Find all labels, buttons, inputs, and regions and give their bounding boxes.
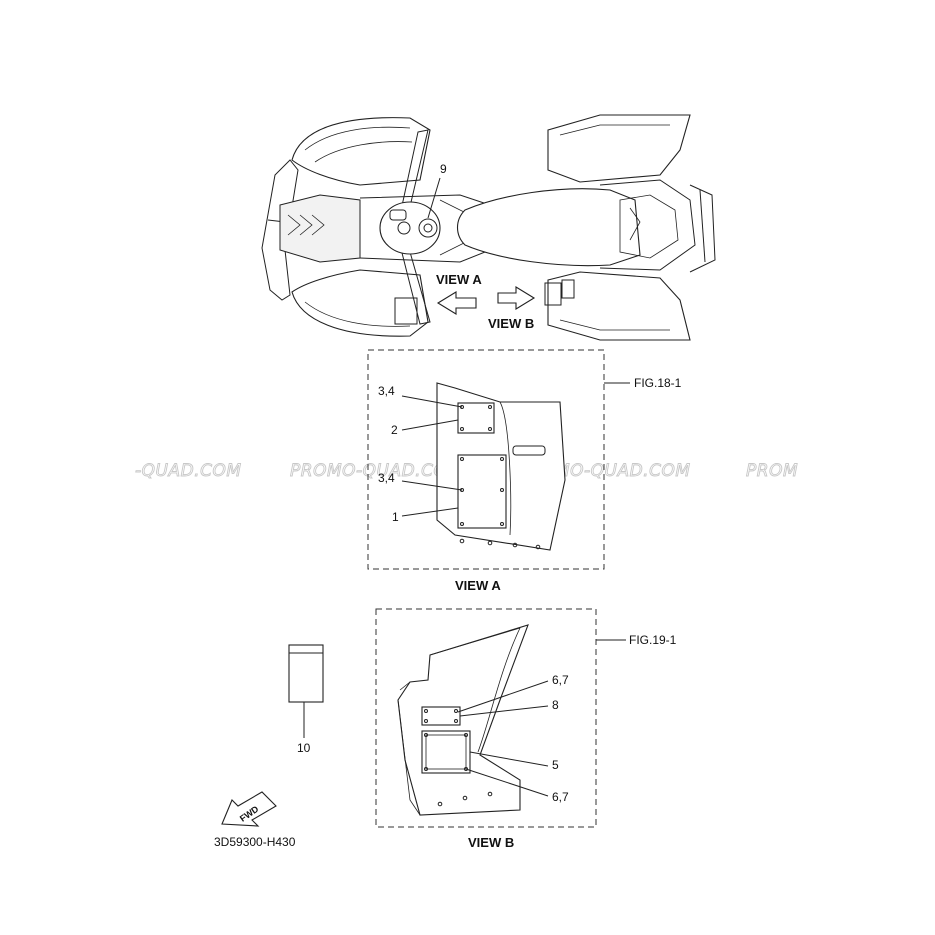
watermark-text-4: PROM: [746, 461, 798, 481]
view-a-fig-ref: FIG.18-1: [634, 376, 682, 390]
view-b-callout-5: 5: [552, 758, 559, 772]
view-a-caption: VIEW A: [455, 578, 501, 593]
view-a-label: VIEW A: [436, 272, 482, 287]
view-b-callout-6-7-bottom: 6,7: [552, 790, 569, 804]
view-a-callout-1: 1: [392, 510, 399, 524]
callout-9: 9: [440, 162, 447, 176]
part-10-card: [288, 644, 324, 703]
view-b-callout-6-7-top: 6,7: [552, 673, 569, 687]
view-b-arrow: [497, 286, 536, 310]
view-a-callout-2: 2: [391, 423, 398, 437]
view-a-frame: [367, 349, 605, 570]
part-10-group: 10: [288, 644, 324, 755]
view-b-label: VIEW B: [488, 316, 534, 331]
watermark-text-1: -QUAD.COM: [135, 461, 242, 481]
view-a-panel: 3,4 2 3,4 1 FIG.18-1 VIEW A: [367, 349, 682, 593]
view-a-callout-3-4-mid: 3,4: [378, 471, 395, 485]
view-a-arrow: [436, 291, 477, 315]
diagram-code: 3D59300-H430: [214, 835, 296, 849]
decal-5: [421, 730, 471, 774]
view-b-frame: [375, 608, 597, 828]
decal-8: [421, 706, 461, 726]
view-b-callout-8: 8: [552, 698, 559, 712]
view-a-callout-3-4-top: 3,4: [378, 384, 395, 398]
atv-top-view: 9 VIEW A VIEW B: [261, 114, 716, 341]
view-b-fig-ref: FIG.19-1: [629, 633, 677, 647]
watermark: -QUAD.COM PROMO-QUAD.COM PROMO-QUAD.COM …: [135, 461, 799, 482]
decal-2: [457, 402, 495, 434]
view-b-caption: VIEW B: [468, 835, 514, 850]
watermark-text-2: PROMO-QUAD.COM: [290, 461, 463, 481]
decal-1: [457, 454, 507, 529]
view-b-panel: 6,7 8 5 6,7 FIG.19-1 VIEW B: [375, 608, 677, 850]
fwd-arrow-icon: FWD: [221, 791, 277, 827]
callout-10: 10: [297, 741, 311, 755]
